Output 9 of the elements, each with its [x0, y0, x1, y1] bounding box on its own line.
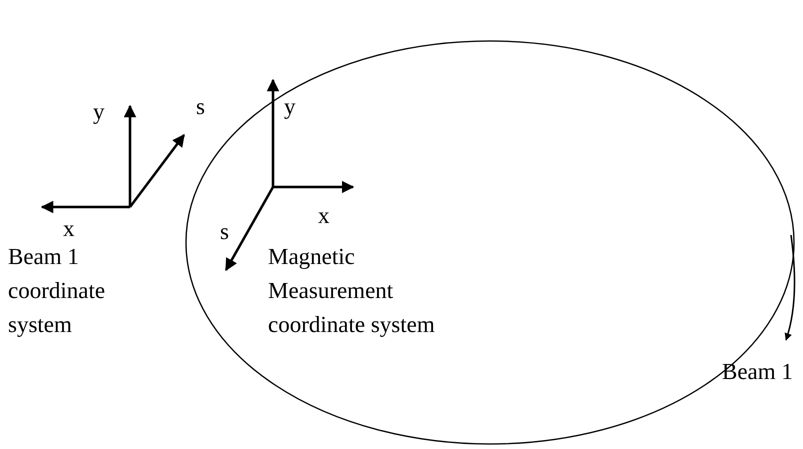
axis-label: y	[284, 93, 296, 121]
axis-label: y	[93, 98, 104, 126]
axis-label: s	[220, 218, 229, 246]
axis-label: x	[318, 202, 330, 230]
system-caption: Magnetic Measurement coordinate system	[268, 243, 436, 339]
beam-label: Beam 1	[722, 358, 793, 386]
axis-label: s	[196, 93, 205, 121]
axis-label: x	[63, 215, 74, 243]
system-caption: Beam 1 coordinate system	[8, 243, 106, 339]
